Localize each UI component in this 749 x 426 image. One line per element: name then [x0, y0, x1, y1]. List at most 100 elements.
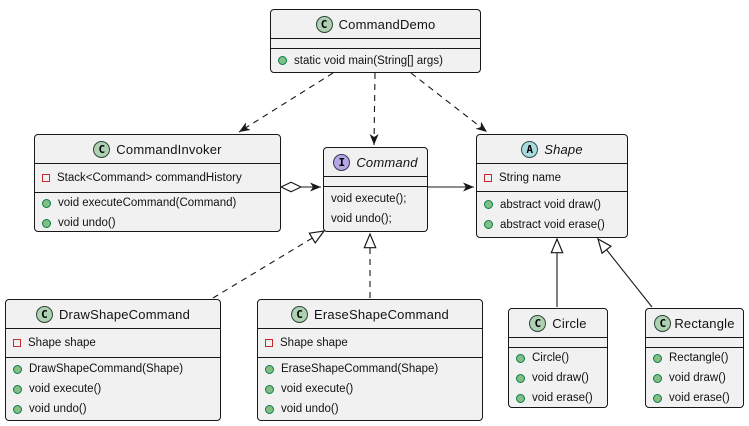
member-row: void erase()	[653, 388, 736, 408]
member-row: void undo()	[13, 399, 213, 419]
public-method-icon	[484, 220, 493, 229]
method-text: void undo()	[281, 403, 339, 415]
abstract-spot-icon: A	[521, 140, 539, 158]
method-text: void execute()	[281, 383, 354, 395]
fields-compartment: Shape shape	[6, 328, 220, 357]
member-row: DrawShapeCommand(Shape)	[13, 359, 213, 379]
class-title-drawshapecommand: C DrawShapeCommand	[6, 300, 220, 328]
method-text: void undo()	[58, 217, 116, 229]
field-text: String name	[499, 171, 562, 184]
fields-compartment	[324, 176, 427, 186]
class-title-circle: C Circle	[509, 309, 607, 337]
public-method-icon	[516, 393, 525, 403]
member-row: static void main(String[] args)	[278, 51, 473, 71]
field-text: Stack<Command> commandHistory	[57, 172, 242, 184]
methods-compartment: Rectangle() void draw() void erase()	[646, 347, 743, 408]
method-text: void execute();	[331, 193, 407, 205]
public-method-icon	[653, 393, 662, 403]
class-spot-icon: C	[529, 314, 547, 332]
public-method-icon	[278, 56, 287, 65]
member-row: void draw()	[653, 368, 736, 388]
fields-compartment	[271, 38, 480, 48]
member-row: Stack<Command> commandHistory	[42, 168, 273, 188]
method-text: Circle()	[532, 352, 570, 364]
member-row: Circle()	[516, 348, 600, 368]
class-title-commandinvoker: C CommandInvoker	[35, 135, 280, 163]
class-box-drawshapecommand: C DrawShapeCommand Shape shape DrawShape…	[5, 299, 221, 421]
method-text: void draw()	[669, 372, 726, 384]
class-spot-icon: C	[35, 305, 53, 323]
interface-box-command: I Command void execute(); void undo();	[323, 147, 428, 232]
member-row: Shape shape	[265, 333, 475, 353]
member-row: abstract void erase()	[484, 215, 620, 235]
public-method-icon	[265, 404, 274, 414]
class-name: Shape	[544, 141, 583, 157]
methods-compartment: DrawShapeCommand(Shape) void execute() v…	[6, 357, 220, 420]
member-row: Shape shape	[13, 333, 213, 353]
public-method-icon	[42, 198, 51, 208]
public-method-icon	[516, 373, 525, 383]
class-box-circle: C Circle Circle() void draw() void erase…	[508, 308, 608, 408]
member-row: String name	[484, 168, 620, 188]
class-name: CommandDemo	[338, 16, 436, 32]
class-title-eraseshapecommand: C EraseShapeCommand	[258, 300, 482, 328]
method-text: void undo()	[29, 403, 87, 415]
methods-compartment: void execute(); void undo();	[324, 186, 427, 231]
class-box-eraseshapecommand: C EraseShapeCommand Shape shape EraseSha…	[257, 299, 483, 421]
member-row: abstract void draw()	[484, 195, 620, 215]
fields-compartment: Stack<Command> commandHistory	[35, 163, 280, 192]
field-text: Shape shape	[28, 337, 96, 349]
private-field-icon	[265, 339, 273, 347]
public-method-icon	[516, 353, 525, 363]
abstract-title-shape: A Shape	[477, 135, 627, 163]
dependency-commanddemo-to-shape	[410, 72, 488, 133]
fields-compartment: String name	[477, 163, 627, 191]
public-method-icon	[42, 218, 51, 228]
method-text: void executeCommand(Command)	[58, 197, 237, 209]
private-field-icon	[13, 339, 21, 347]
methods-compartment: static void main(String[] args)	[271, 48, 480, 72]
class-box-rectangle: C Rectangle Rectangle() void draw() void…	[645, 308, 744, 408]
interface-title-command: I Command	[324, 148, 427, 176]
member-row: void execute()	[265, 379, 475, 399]
public-method-icon	[265, 364, 274, 374]
class-name: Rectangle	[674, 315, 735, 331]
methods-compartment: EraseShapeCommand(Shape) void execute() …	[258, 357, 482, 420]
method-text: void undo();	[331, 213, 392, 225]
methods-compartment: abstract void draw() abstract void erase…	[477, 191, 627, 237]
fields-compartment: Shape shape	[258, 328, 482, 357]
method-text: void erase()	[669, 392, 730, 404]
interface-spot-icon: I	[333, 153, 351, 171]
public-method-icon	[13, 384, 22, 394]
method-text: void execute()	[29, 383, 102, 395]
member-row: void execute()	[13, 379, 213, 399]
methods-compartment: Circle() void draw() void erase()	[509, 347, 607, 408]
class-name: DrawShapeCommand	[58, 306, 191, 322]
class-name: Circle	[552, 315, 587, 331]
method-text: void draw()	[532, 372, 589, 384]
class-spot-icon: C	[315, 15, 333, 33]
fields-compartment	[509, 337, 607, 347]
member-row: void draw()	[516, 368, 600, 388]
methods-compartment: void executeCommand(Command) void undo()	[35, 192, 280, 233]
class-name: EraseShapeCommand	[314, 306, 449, 322]
class-name: Command	[356, 154, 418, 170]
field-text: Shape shape	[280, 337, 348, 349]
class-title-commanddemo: C CommandDemo	[271, 10, 480, 38]
member-row: void undo();	[331, 209, 420, 229]
method-text: Rectangle()	[669, 352, 729, 364]
member-row: Rectangle()	[653, 348, 736, 368]
method-text: abstract void erase()	[500, 218, 605, 231]
public-method-icon	[13, 404, 22, 414]
class-box-commandinvoker: C CommandInvoker Stack<Command> commandH…	[34, 134, 281, 232]
aggregation-diamond	[279, 181, 303, 193]
dependency-commanddemo-to-command	[369, 72, 379, 146]
method-text: DrawShapeCommand(Shape)	[29, 363, 184, 375]
method-text: abstract void draw()	[500, 198, 601, 211]
dependency-commanddemo-to-commandinvoker	[238, 72, 334, 133]
public-method-icon	[13, 364, 22, 374]
private-field-icon	[484, 173, 492, 182]
inheritance-rectangle-to-shape	[598, 239, 653, 308]
member-row: void undo()	[265, 399, 475, 419]
member-row: void execute();	[331, 189, 420, 209]
